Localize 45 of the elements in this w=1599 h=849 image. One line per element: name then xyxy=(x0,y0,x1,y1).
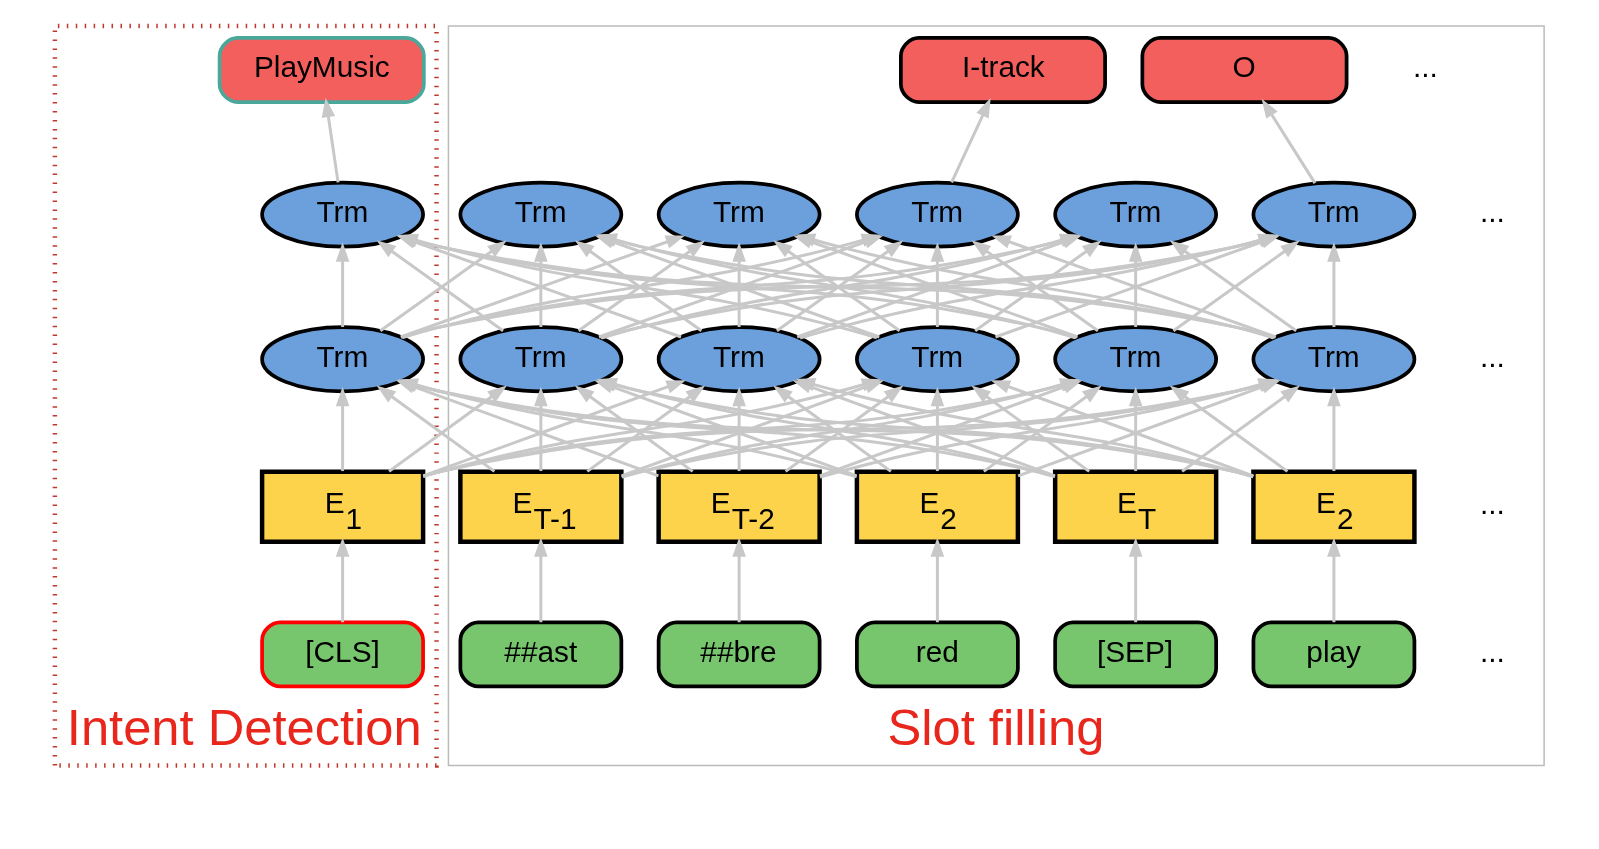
arrow xyxy=(1128,537,1143,623)
arrow xyxy=(574,385,694,473)
node-box: I-track xyxy=(899,36,1107,104)
arrow xyxy=(335,537,350,623)
arrow xyxy=(784,385,904,473)
arrow xyxy=(1261,98,1317,184)
arrow xyxy=(388,385,507,473)
arrow xyxy=(983,385,1102,473)
arrow xyxy=(335,386,350,472)
node-box: PlayMusic xyxy=(217,36,426,104)
label: ... xyxy=(1480,195,1505,229)
node-box: red xyxy=(855,620,1020,689)
arrow xyxy=(930,537,945,623)
arrow xyxy=(1181,385,1300,473)
label: ... xyxy=(1480,634,1505,668)
arrow xyxy=(335,242,350,327)
arrow xyxy=(534,386,548,472)
arrow xyxy=(534,242,548,327)
arrow xyxy=(732,242,746,327)
node-box: ##bre xyxy=(656,620,822,689)
arrow xyxy=(586,385,706,473)
arrow xyxy=(930,386,945,472)
arrow xyxy=(1128,386,1143,472)
arrow xyxy=(930,242,945,327)
arrow xyxy=(773,385,892,473)
arrow xyxy=(971,385,1091,473)
arrow xyxy=(534,537,548,623)
node-box: [CLS] xyxy=(260,620,425,689)
label: ... xyxy=(1480,487,1505,521)
node-box: O xyxy=(1140,36,1349,104)
arrow xyxy=(732,537,746,623)
arrow xyxy=(1128,242,1143,327)
arrow xyxy=(950,98,991,184)
arrow xyxy=(321,97,340,183)
arrow xyxy=(1327,537,1341,623)
arrow xyxy=(1327,242,1341,327)
label: ... xyxy=(1480,339,1505,373)
arrow xyxy=(1327,386,1341,472)
arrow xyxy=(1169,385,1289,473)
arrow xyxy=(732,386,746,472)
node-box: play xyxy=(1251,620,1417,689)
label: ... xyxy=(1412,50,1438,84)
node-box: ##ast xyxy=(458,620,624,689)
node-box: [SEP] xyxy=(1053,620,1218,689)
arrow xyxy=(376,385,496,473)
